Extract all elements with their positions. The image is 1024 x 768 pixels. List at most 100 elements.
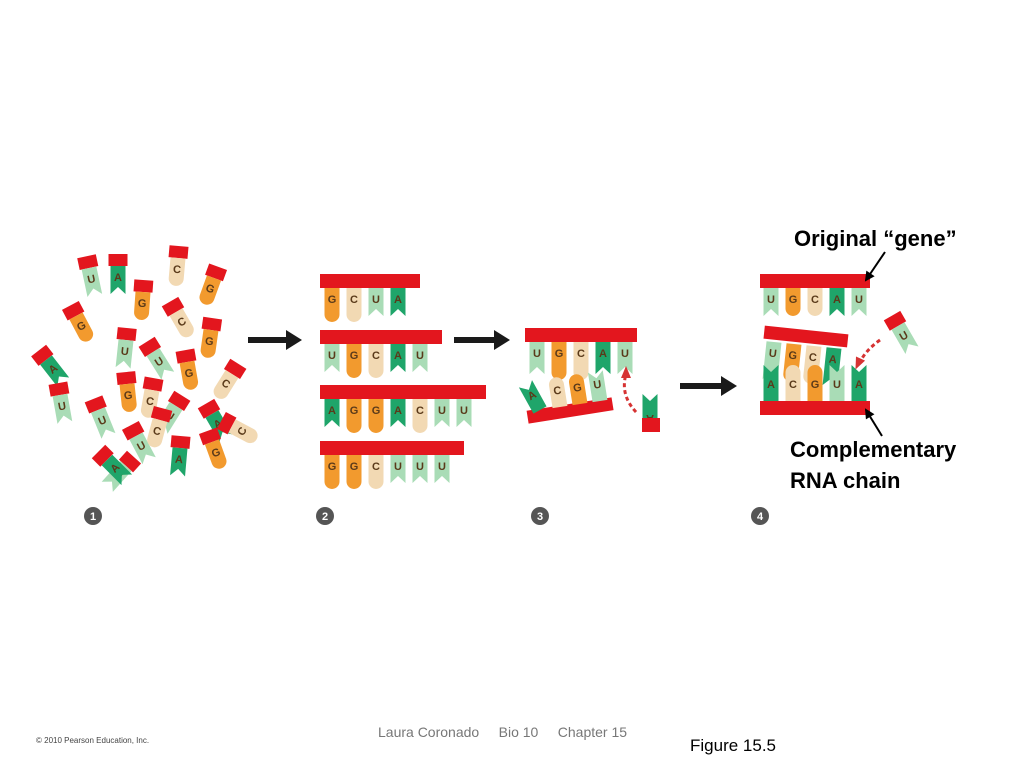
nucleotide-u: U: [851, 288, 867, 316]
nucleotide-g: G: [199, 263, 228, 305]
base-shape: [324, 399, 340, 427]
base-letter: U: [416, 461, 424, 473]
nucleotide-g: G: [116, 371, 137, 412]
base-letter: C: [577, 348, 585, 360]
backbone-cap: [205, 263, 228, 282]
nucleotide-g: G: [346, 399, 362, 433]
base-shape: [851, 365, 867, 401]
nucleotide-g: G: [133, 279, 154, 320]
base-letter: A: [767, 379, 775, 391]
incoming-dashed-arrow: [622, 373, 638, 414]
base-letter: C: [789, 379, 797, 391]
backbone-strand: [320, 274, 420, 288]
base-letter: U: [460, 405, 468, 417]
figure-caption: Figure 15.5: [690, 736, 776, 755]
base-shape: [169, 308, 194, 338]
base-letter: C: [416, 405, 424, 417]
nucleotide-g: G: [198, 427, 227, 469]
base-shape: [110, 266, 126, 294]
nucleotide-c: C: [168, 245, 189, 286]
backbone-cap: [150, 405, 173, 423]
base-shape: [213, 370, 239, 399]
base-letter: G: [137, 298, 146, 311]
base-letter: U: [57, 400, 67, 413]
base-letter: G: [350, 350, 359, 362]
base-letter: G: [372, 405, 381, 417]
base-shape: [119, 383, 137, 412]
base-letter: U: [438, 405, 446, 417]
base-shape: [617, 342, 633, 374]
base-shape: [412, 399, 428, 433]
base-letter: C: [172, 264, 181, 277]
base-letter: U: [416, 350, 424, 362]
base-shape: [456, 399, 472, 427]
base-letter: A: [828, 354, 837, 367]
base-letter: A: [328, 405, 336, 417]
nucleotide-a: A: [324, 399, 340, 427]
base-shape: [324, 344, 340, 372]
backbone-strand: [320, 441, 464, 455]
nucleotide-c: C: [368, 455, 384, 489]
step-number-circle: [316, 507, 334, 525]
base-shape: [168, 257, 186, 286]
base-shape: [179, 360, 199, 390]
step-number: 3: [537, 511, 543, 523]
base-letter: U: [833, 379, 841, 391]
base-shape: [390, 399, 406, 427]
nucleotide-c: C: [412, 399, 428, 433]
base-letter: G: [788, 350, 798, 363]
nucleotide-u: U: [368, 288, 384, 316]
base-shape: [763, 288, 779, 316]
nucleotide-u: U: [138, 336, 175, 380]
base-letter: G: [555, 348, 564, 360]
nucleotide-u: U: [324, 344, 340, 372]
base-letter: G: [210, 446, 222, 460]
base-letter: C: [145, 395, 155, 408]
base-shape: [829, 288, 845, 316]
backbone-cap: [77, 254, 99, 270]
backbone-cap: [216, 411, 237, 435]
step-arrow-head: [286, 330, 302, 350]
base-letter: G: [811, 379, 820, 391]
backbone-cap: [116, 371, 137, 385]
base-letter: U: [767, 294, 775, 306]
nucleotide-g: G: [807, 365, 823, 401]
base-letter: U: [372, 294, 380, 306]
base-shape: [807, 288, 823, 316]
base-letter: C: [372, 461, 380, 473]
base-letter: U: [438, 461, 446, 473]
nucleotide-u: U: [412, 455, 428, 483]
step-number: 2: [322, 511, 328, 523]
base-shape: [368, 344, 384, 378]
base-shape: [807, 365, 823, 401]
nucleotide-a: A: [518, 380, 547, 414]
step-number: 1: [90, 511, 96, 523]
base-shape: [551, 342, 567, 380]
complementary-label-line2: RNA chain: [790, 468, 901, 493]
nucleotide-g: G: [551, 342, 567, 380]
base-letter: A: [174, 454, 183, 467]
nucleotide-u: U: [434, 399, 450, 427]
base-letter: A: [833, 294, 841, 306]
backbone-cap: [223, 358, 247, 380]
base-shape: [390, 288, 406, 316]
backbone-cap: [31, 344, 54, 366]
step-number: 4: [757, 511, 764, 523]
base-letter: U: [86, 273, 96, 286]
backbone-strand: [642, 418, 660, 432]
backbone-strand: [760, 274, 870, 288]
backbone-cap: [142, 376, 164, 392]
step-number-circle: [84, 507, 102, 525]
base-shape: [368, 399, 384, 433]
base-letter: C: [811, 294, 819, 306]
copyright-text: © 2010 Pearson Education, Inc.: [36, 736, 150, 745]
backbone-cap: [84, 395, 107, 414]
nucleotide-a: A: [170, 435, 191, 477]
backbone-strand: [526, 397, 614, 424]
backbone-cap: [116, 327, 137, 341]
backbone-strand: [760, 401, 870, 415]
incoming-dashed-arrow: [858, 338, 881, 363]
step-arrow-head: [721, 376, 737, 396]
backbone-strand: [320, 330, 442, 344]
